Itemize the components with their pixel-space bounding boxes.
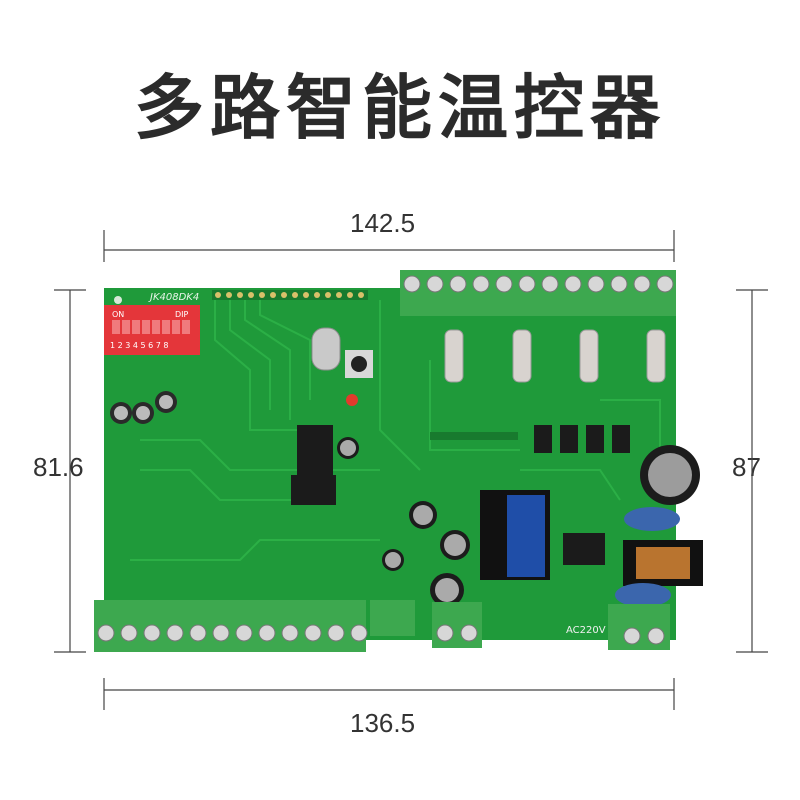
right-height-label: 87 [732, 452, 761, 482]
chips [291, 425, 630, 565]
board-model-label: JK408DK4 [148, 292, 199, 303]
top-width-label: 142.5 [350, 208, 416, 238]
crystal-oscillator [311, 327, 341, 371]
terminal-block-top [400, 270, 676, 316]
mounting-hole [114, 296, 122, 304]
dimension-lines [54, 230, 768, 710]
dip-label: DIP [175, 310, 189, 319]
dip-numbers: 1 2 3 4 5 6 7 8 [110, 341, 169, 350]
product-title: 多路智能温控器 [134, 67, 666, 149]
bottom-width-label: 136.5 [350, 708, 416, 738]
power-resistors [444, 329, 666, 383]
reset-button[interactable] [345, 350, 373, 378]
terminal-block-bottom-left [94, 600, 368, 652]
blue-capacitors [615, 507, 680, 607]
pin-header-top [212, 290, 368, 300]
dip-on-label: ON [112, 310, 124, 319]
status-led [346, 394, 358, 406]
middle-terminals [370, 600, 670, 650]
electrolytic-capacitors [337, 437, 700, 607]
left-height-label: 81.6 [33, 452, 84, 482]
inductor [623, 540, 703, 586]
left-capacitors [110, 391, 177, 424]
dip-switch[interactable]: ON DIP 1 2 3 4 5 6 7 8 [104, 305, 200, 355]
power-label: AC220V [566, 625, 606, 636]
transformer [480, 490, 550, 580]
